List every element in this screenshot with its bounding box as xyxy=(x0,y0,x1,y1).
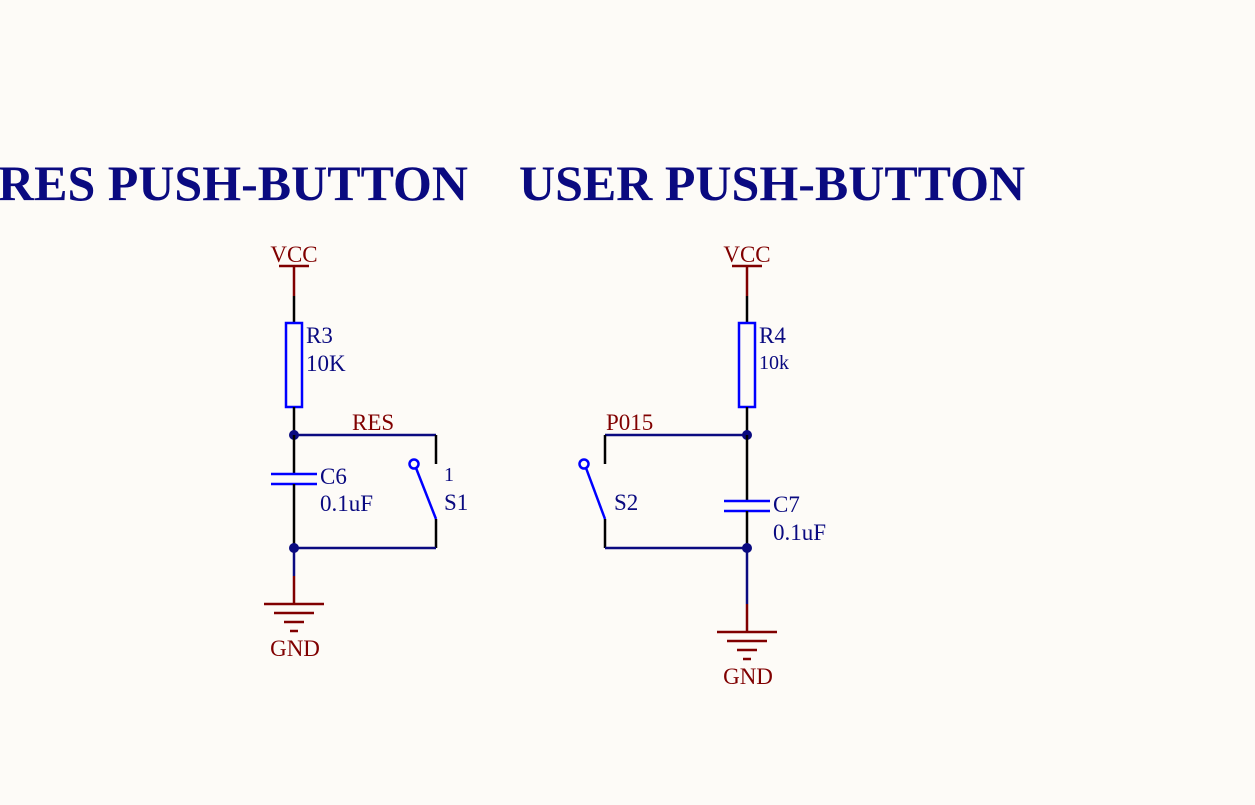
net-label-res: RES xyxy=(352,410,394,435)
res-push-button-title: RES PUSH-BUTTON xyxy=(0,155,468,211)
r3-ref: R3 xyxy=(306,323,333,348)
switch-s2: S2 xyxy=(578,458,638,548)
s1-pin: 1 xyxy=(444,464,454,486)
r3-value: 10K xyxy=(306,351,346,376)
vcc-label-left: VCC xyxy=(270,242,317,267)
s2-ref: S2 xyxy=(614,490,638,515)
vcc-symbol-left: VCC xyxy=(270,242,318,296)
net-label-p015: P015 xyxy=(606,410,653,435)
c6-ref: C6 xyxy=(320,464,347,489)
c7-value: 0.1uF xyxy=(773,520,826,545)
capacitor-c6: C6 0.1uF xyxy=(271,435,373,548)
resistor-r4: R4 10k xyxy=(737,321,789,409)
gnd-label-right: GND xyxy=(723,664,773,689)
vcc-label-right: VCC xyxy=(723,242,770,267)
capacitor-c7: C7 0.1uF xyxy=(724,435,826,548)
c6-value: 0.1uF xyxy=(320,491,373,516)
res-push-button-circuit: VCC R3 10K RES C6 0.1uF 1 xyxy=(264,242,468,661)
r4-ref: R4 xyxy=(759,323,786,348)
vcc-symbol-right: VCC xyxy=(723,242,771,296)
gnd-label-left: GND xyxy=(270,636,320,661)
c7-ref: C7 xyxy=(773,492,800,517)
gnd-symbol-right: GND xyxy=(717,604,777,689)
gnd-symbol-left: GND xyxy=(264,576,324,661)
switch-s1: 1 S1 xyxy=(408,458,468,548)
user-push-button-circuit: VCC R4 10k P015 S2 C7 0.1uF xyxy=(578,242,826,689)
r4-value: 10k xyxy=(759,352,789,374)
resistor-r3: R3 10K xyxy=(284,321,346,409)
user-push-button-title: USER PUSH-BUTTON xyxy=(519,155,1025,211)
s1-ref: S1 xyxy=(444,490,468,515)
